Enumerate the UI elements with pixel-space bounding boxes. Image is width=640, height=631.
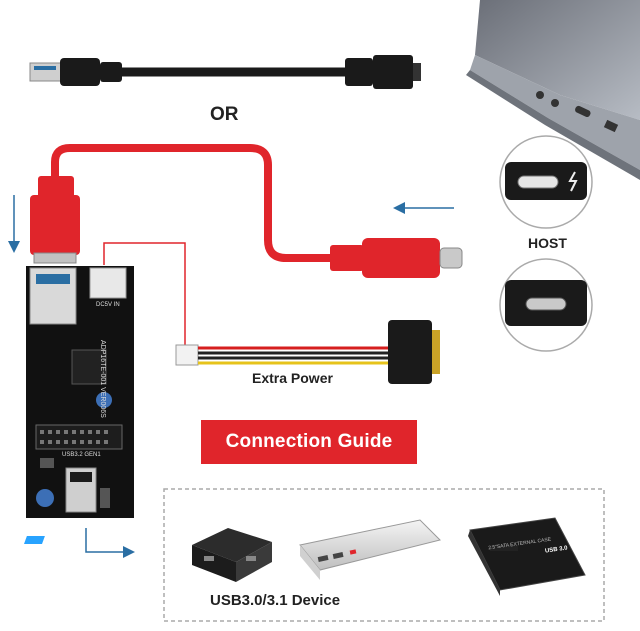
sata-power-cable — [175, 320, 440, 384]
board-model-text: ADP16TE-001 VER006S — [99, 340, 106, 418]
black-usb-cable — [29, 55, 421, 89]
usb-hub-icon — [24, 528, 272, 582]
board-dc-text: DC5V IN — [96, 302, 120, 308]
laptop-illustration — [466, 0, 640, 180]
or-label: OR — [210, 104, 239, 125]
extra-power-label: Extra Power — [252, 370, 333, 386]
red-usb-cable — [30, 144, 463, 278]
host-port-circle-bottom — [499, 258, 593, 352]
host-port-circle-top — [499, 135, 593, 229]
board-usb-text: USB3.2 GEN1 — [62, 452, 101, 458]
device-label: USB3.0/3.1 Device — [210, 592, 341, 609]
connection-guide-banner: Connection Guide — [201, 420, 417, 464]
ssd-enclosure-icon — [468, 517, 586, 596]
power-guide-line — [103, 242, 186, 348]
host-label: HOST — [528, 235, 567, 251]
power-bank-icon — [299, 519, 441, 580]
adapter-board — [26, 266, 134, 518]
arrow-right-blue — [85, 528, 135, 558]
devices-box — [163, 488, 605, 622]
